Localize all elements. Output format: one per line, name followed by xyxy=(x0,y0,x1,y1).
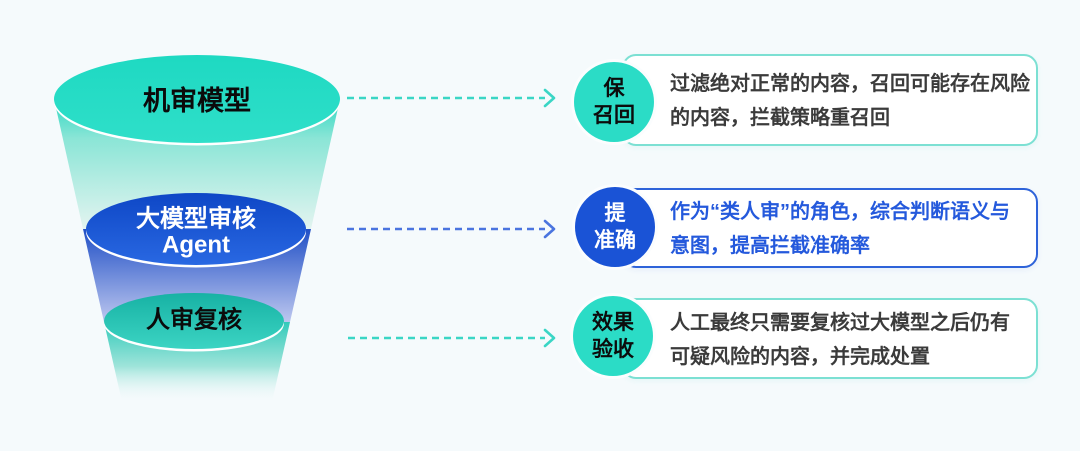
card-recall: 过滤绝对正常的内容，召回可能存在风险 的内容，拦截策略重召回 xyxy=(622,54,1038,146)
card-accuracy-text-line1: 作为“类人审”的角色，综合判断语义与 xyxy=(670,201,1010,223)
badge-recall-line2: 召回 xyxy=(593,104,635,127)
funnel-top-ellipse xyxy=(54,55,340,143)
card-accuracy: 作为“类人审”的角色，综合判断语义与 意图，提高拦截准确率 xyxy=(622,188,1038,268)
arrow-head-icon xyxy=(543,88,556,108)
badge-accuracy: 提 准确 xyxy=(575,187,655,267)
card-result-text-line1: 人工最终只需要复核过大模型之后仍有 xyxy=(670,311,1010,334)
arrow-head-icon xyxy=(543,328,556,348)
arrow-level-2 xyxy=(347,219,556,239)
arrow-level-3 xyxy=(348,328,556,348)
badge-result-line1: 效果 xyxy=(592,311,634,334)
arrow-level-1 xyxy=(347,88,556,108)
badge-result-line2: 验收 xyxy=(592,338,634,361)
badge-accuracy-line2: 准确 xyxy=(594,229,636,252)
funnel-level-1-label: 机审模型 xyxy=(143,85,251,116)
badge-recall-line1: 保 xyxy=(603,77,625,100)
funnel-level-2-label-line1: 大模型审核 xyxy=(136,205,256,233)
card-accuracy-text-line2: 意图，提高拦截准确率 xyxy=(670,235,870,257)
funnel-middle-ellipse xyxy=(86,193,306,265)
card-result-text-line2: 可疑风险的内容，并完成处置 xyxy=(670,345,930,368)
badge-accuracy-line1: 提 xyxy=(604,202,626,225)
badge-result-acceptance: 效果 验收 xyxy=(573,296,653,376)
card-result-acceptance: 人工最终只需要复核过大模型之后仍有 可疑风险的内容，并完成处置 xyxy=(622,298,1038,379)
badge-recall: 保 召回 xyxy=(574,62,654,142)
funnel-level-2-label-line2: Agent xyxy=(162,232,230,259)
arrow-head-icon xyxy=(543,219,556,239)
card-recall-text-line2: 的内容，拦截策略重召回 xyxy=(670,107,890,129)
funnel-bottom-ellipse xyxy=(104,293,284,349)
card-recall-text-line1: 过滤绝对正常的内容，召回可能存在风险 xyxy=(670,73,1030,95)
funnel-level-3-label: 人审复核 xyxy=(146,306,242,334)
